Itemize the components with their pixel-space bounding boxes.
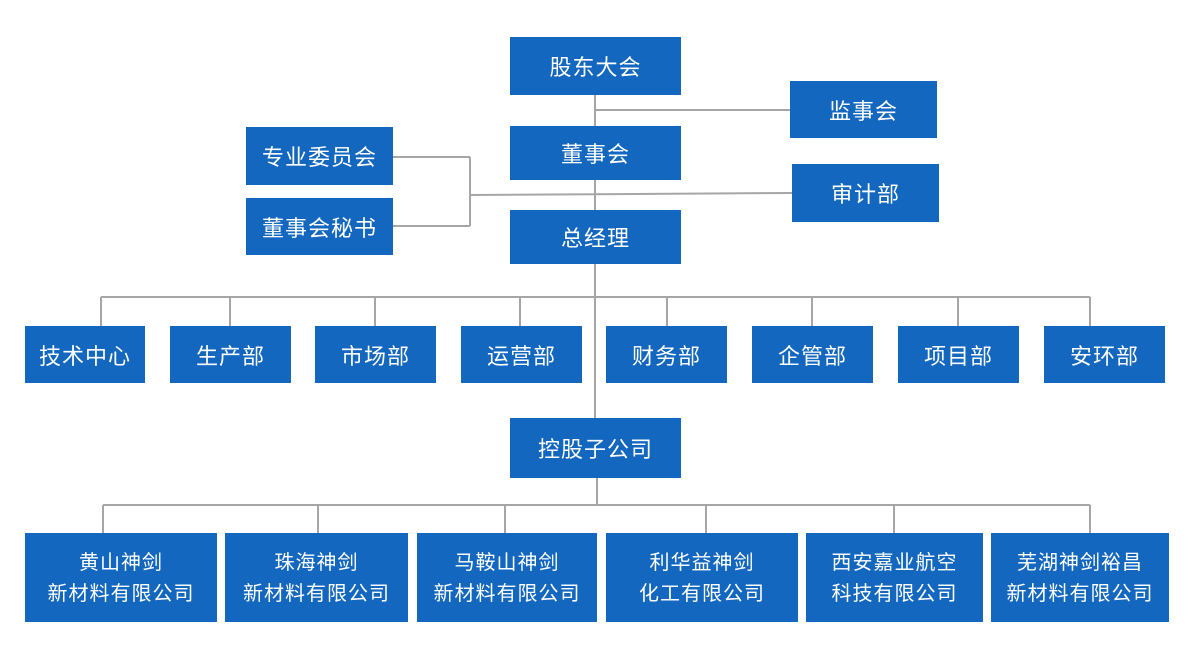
subsidiary-name: 珠海神剑 — [274, 549, 359, 574]
secretary-box: 董事会秘书 — [246, 198, 393, 255]
subsidiary-name: 利华益神剑 — [649, 549, 755, 574]
branch-audit — [469, 192, 793, 196]
subsidiary-name: 黄山神剑 — [79, 549, 163, 574]
department-box: 技术中心 — [25, 326, 145, 383]
general-manager-box: 总经理 — [510, 210, 681, 264]
subsidiary-box: 马鞍山神剑 新材料有限公司 — [417, 533, 597, 622]
subsidiary-type: 科技有限公司 — [831, 580, 958, 605]
subsidiary-box: 黄山神剑 新材料有限公司 — [25, 533, 217, 622]
subsidiary-box: 珠海神剑 新材料有限公司 — [225, 533, 408, 622]
holding-subsidiaries-box: 控股子公司 — [510, 418, 681, 478]
audit-box: 审计部 — [792, 164, 939, 222]
subsidiary-box: 芜湖神剑裕昌 新材料有限公司 — [991, 533, 1169, 622]
subsidiary-type: 新材料有限公司 — [47, 580, 195, 605]
shareholders-box: 股东大会 — [510, 37, 681, 95]
board-box: 董事会 — [510, 126, 681, 180]
subsidiary-type: 化工有限公司 — [639, 580, 765, 605]
subsidiary-type: 新材料有限公司 — [1006, 580, 1154, 605]
department-box: 财务部 — [606, 326, 727, 383]
subsidiary-name: 马鞍山神剑 — [454, 549, 560, 574]
subsidiary-box: 利华益神剑 化工有限公司 — [606, 533, 798, 622]
department-box: 运营部 — [461, 326, 582, 383]
subsidiary-name: 西安嘉业航空 — [831, 549, 958, 574]
department-box: 市场部 — [315, 326, 436, 383]
subsidiary-name: 芜湖神剑裕昌 — [1017, 549, 1143, 574]
department-box: 安环部 — [1044, 326, 1165, 383]
department-box: 项目部 — [898, 326, 1019, 383]
department-box: 企管部 — [752, 326, 873, 383]
department-box: 生产部 — [170, 326, 291, 383]
committees-box: 专业委员会 — [246, 127, 393, 185]
subsidiary-type: 新材料有限公司 — [433, 580, 581, 605]
subsidiary-type: 新材料有限公司 — [243, 580, 390, 605]
supervisors-box: 监事会 — [790, 81, 937, 138]
subsidiary-box: 西安嘉业航空 科技有限公司 — [806, 533, 983, 622]
